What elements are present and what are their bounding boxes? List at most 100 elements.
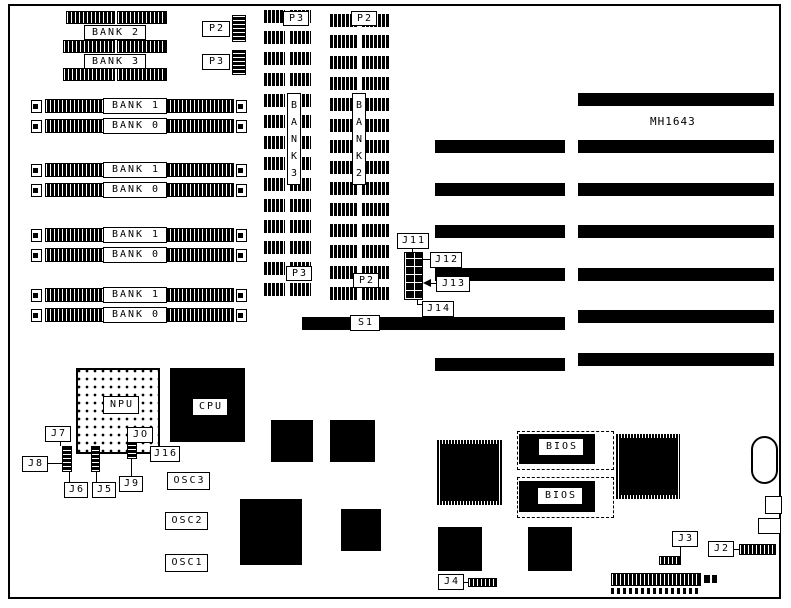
simm-clip (31, 164, 42, 177)
jumper-header (127, 441, 137, 459)
logic-chip (271, 420, 313, 462)
header-pin-block (712, 575, 717, 583)
osc3-label: OSC3 (167, 472, 210, 490)
simm-clip (31, 289, 42, 302)
logic-chip (240, 499, 302, 565)
p2-header (232, 15, 246, 42)
dip-socket (63, 40, 115, 53)
simm-bank1-label: BANK 1 (103, 162, 167, 178)
bios-label: BIOS (538, 438, 584, 456)
j7-label: J7 (45, 426, 71, 442)
p2-column-label-top: P2 (351, 11, 377, 26)
leader-line (96, 472, 97, 482)
leader-line (131, 459, 132, 476)
isa-slot (578, 268, 774, 281)
bank3-label: BANK 3 (84, 54, 146, 69)
leader-line (48, 463, 62, 464)
jumper-header (62, 446, 72, 472)
header-pin-block (704, 575, 710, 583)
qfp-chip (436, 440, 502, 505)
jumper-block-j11-j14 (404, 252, 423, 300)
s1-label: S1 (350, 315, 380, 331)
j14-label: J14 (422, 301, 454, 317)
edge-connector (765, 496, 782, 514)
simm-clip (31, 100, 42, 113)
p3-header (232, 50, 246, 75)
simm-clip (236, 120, 247, 133)
simm-clip (31, 120, 42, 133)
j8-label: J8 (22, 456, 48, 472)
isa-slot (435, 140, 565, 153)
j2-label: J2 (708, 541, 734, 557)
logic-chip (341, 509, 381, 551)
logic-chip (438, 527, 482, 571)
leader-line (464, 582, 468, 583)
arrow-left-icon (423, 279, 431, 287)
simm-clip (236, 184, 247, 197)
keyboard-connector (751, 436, 778, 484)
simm-bank1-label: BANK 1 (103, 227, 167, 243)
logic-chip (330, 420, 375, 462)
edge-connector (758, 518, 781, 534)
leader-line (69, 472, 70, 482)
isa-slot (578, 353, 774, 366)
bank2-vertical-label: BANK 2 (352, 93, 366, 185)
isa-slot (578, 93, 774, 106)
isa-slot (435, 183, 565, 196)
qfp-chip (615, 434, 680, 499)
p3-column-label-bottom: P3 (286, 266, 312, 281)
j4-label: J4 (438, 574, 464, 590)
board-model-text: MH1643 (650, 115, 696, 128)
bios-socket (517, 477, 614, 518)
simm-clip (236, 249, 247, 262)
simm-bank0-label: BANK 0 (103, 307, 167, 323)
dip-socket (66, 11, 115, 24)
j4-header (468, 578, 497, 587)
j11-label: J11 (397, 233, 429, 249)
j2-header (739, 544, 776, 555)
osc1-label: OSC1 (165, 554, 208, 572)
osc2-label: OSC2 (165, 512, 208, 530)
j9-label: J9 (119, 476, 143, 492)
leader-line (137, 453, 150, 454)
j12-label: J12 (430, 252, 462, 268)
p3-column-label-top: P3 (283, 11, 309, 26)
bottom-pin-header (611, 573, 701, 586)
isa-slot (435, 358, 565, 371)
simm-clip (236, 229, 247, 242)
cpu-label: CPU (192, 398, 228, 416)
dip-socket (63, 68, 115, 81)
bios-label: BIOS (537, 487, 583, 505)
leader-line (734, 549, 739, 550)
jumper-header (91, 446, 100, 472)
simm-bank0-label: BANK 0 (103, 247, 167, 263)
leader-line (423, 259, 431, 260)
leader-line (412, 249, 413, 253)
bank3-vertical-label: BANK 3 (287, 93, 301, 185)
j6-label: J6 (64, 482, 88, 498)
p2-column-label-bottom: P2 (353, 273, 379, 288)
simm-clip (236, 289, 247, 302)
j5-label: J5 (92, 482, 116, 498)
s1-slot (302, 317, 565, 330)
logic-chip (528, 527, 572, 571)
simm-clip (236, 309, 247, 322)
simm-bank1-label: BANK 1 (103, 98, 167, 114)
npu-label: NPU (103, 396, 139, 414)
simm-clip (236, 164, 247, 177)
simm-bank0-label: BANK 0 (103, 118, 167, 134)
leader-line (680, 547, 681, 556)
bottom-pin-comb (611, 588, 701, 594)
simm-clip (236, 100, 247, 113)
p2-label: P2 (202, 21, 230, 37)
simm-bank1-label: BANK 1 (103, 287, 167, 303)
dip-socket (117, 11, 167, 24)
dip-socket (117, 68, 167, 81)
isa-slot (435, 225, 565, 238)
simm-clip (31, 184, 42, 197)
isa-slot (578, 310, 774, 323)
leader-line (431, 283, 437, 284)
isa-slot (578, 140, 774, 153)
simm-clip (31, 229, 42, 242)
